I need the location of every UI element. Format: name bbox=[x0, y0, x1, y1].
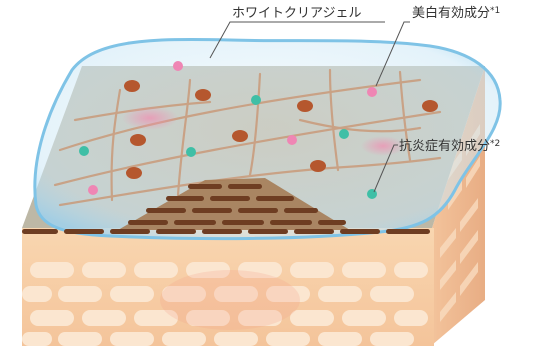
melanin-band bbox=[22, 229, 430, 234]
anti-inflammatory-label-text: 抗炎症有効成分 bbox=[399, 139, 490, 154]
whitening-glow bbox=[361, 136, 405, 156]
whitening-glow bbox=[122, 106, 178, 130]
anti-inflammatory-ingredient-dots bbox=[79, 95, 377, 199]
melanin-dots bbox=[124, 80, 438, 179]
whitening-note: *1 bbox=[490, 6, 500, 16]
anti-inflammatory-note: *2 bbox=[490, 139, 500, 149]
skin-front-cells bbox=[22, 262, 428, 346]
skin-blush bbox=[160, 270, 300, 330]
gel-label: ホワイトクリアジェル bbox=[232, 6, 361, 21]
melanin-mound bbox=[118, 178, 350, 230]
leader-lines bbox=[209, 21, 410, 193]
anti-inflammatory-label: 抗炎症有効成分*2 bbox=[399, 139, 500, 154]
white-clear-gel bbox=[33, 37, 502, 241]
whitening-label-text: 美白有効成分 bbox=[412, 5, 490, 21]
whitening-ingredient-dots bbox=[88, 61, 377, 195]
skin-texture-lines bbox=[53, 68, 442, 207]
whitening-label: 美白有効成分*1 bbox=[412, 5, 500, 21]
